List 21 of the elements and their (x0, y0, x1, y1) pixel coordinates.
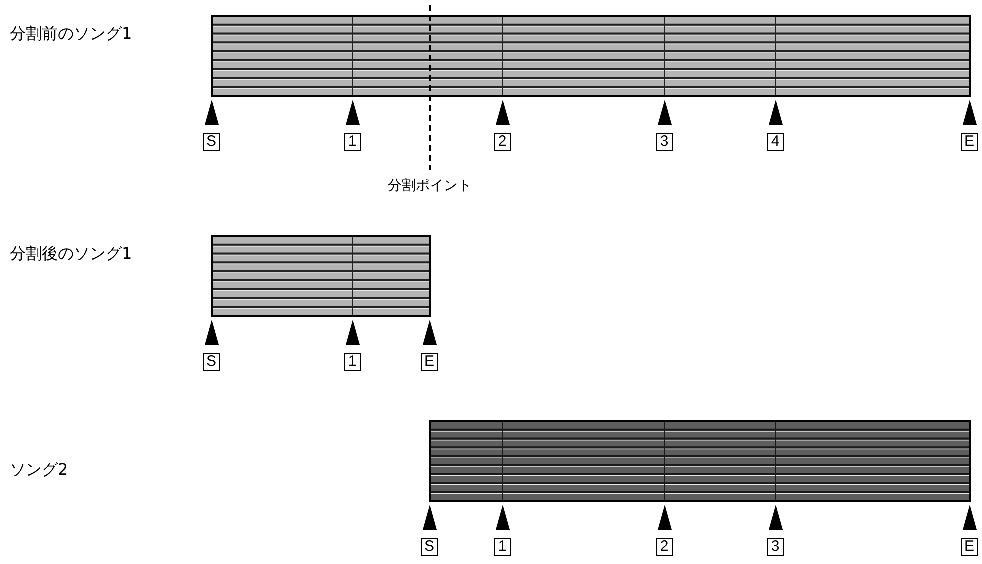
marker-label: E (421, 353, 438, 371)
marker-label: E (961, 133, 978, 151)
track-title: 分割前のソング1 (10, 24, 132, 45)
track-title: ソング2 (10, 460, 68, 481)
track-bar (211, 235, 431, 317)
marker-label: 1 (494, 538, 511, 556)
marker-label: 3 (767, 538, 784, 556)
marker-label: 4 (767, 133, 784, 151)
marker-label: 2 (494, 133, 511, 151)
marker-label: S (203, 353, 220, 371)
marker-label: S (421, 538, 438, 556)
marker-label: 1 (344, 133, 361, 151)
track-title: 分割後のソング1 (10, 244, 132, 265)
marker-label: 1 (344, 353, 361, 371)
track-bar (211, 15, 971, 97)
marker-label: S (203, 133, 220, 151)
split-point-label: 分割ポイント (388, 177, 472, 195)
marker-label: 2 (656, 538, 673, 556)
marker-label: 3 (656, 133, 673, 151)
marker-label: E (961, 538, 978, 556)
track-bar (429, 420, 971, 502)
